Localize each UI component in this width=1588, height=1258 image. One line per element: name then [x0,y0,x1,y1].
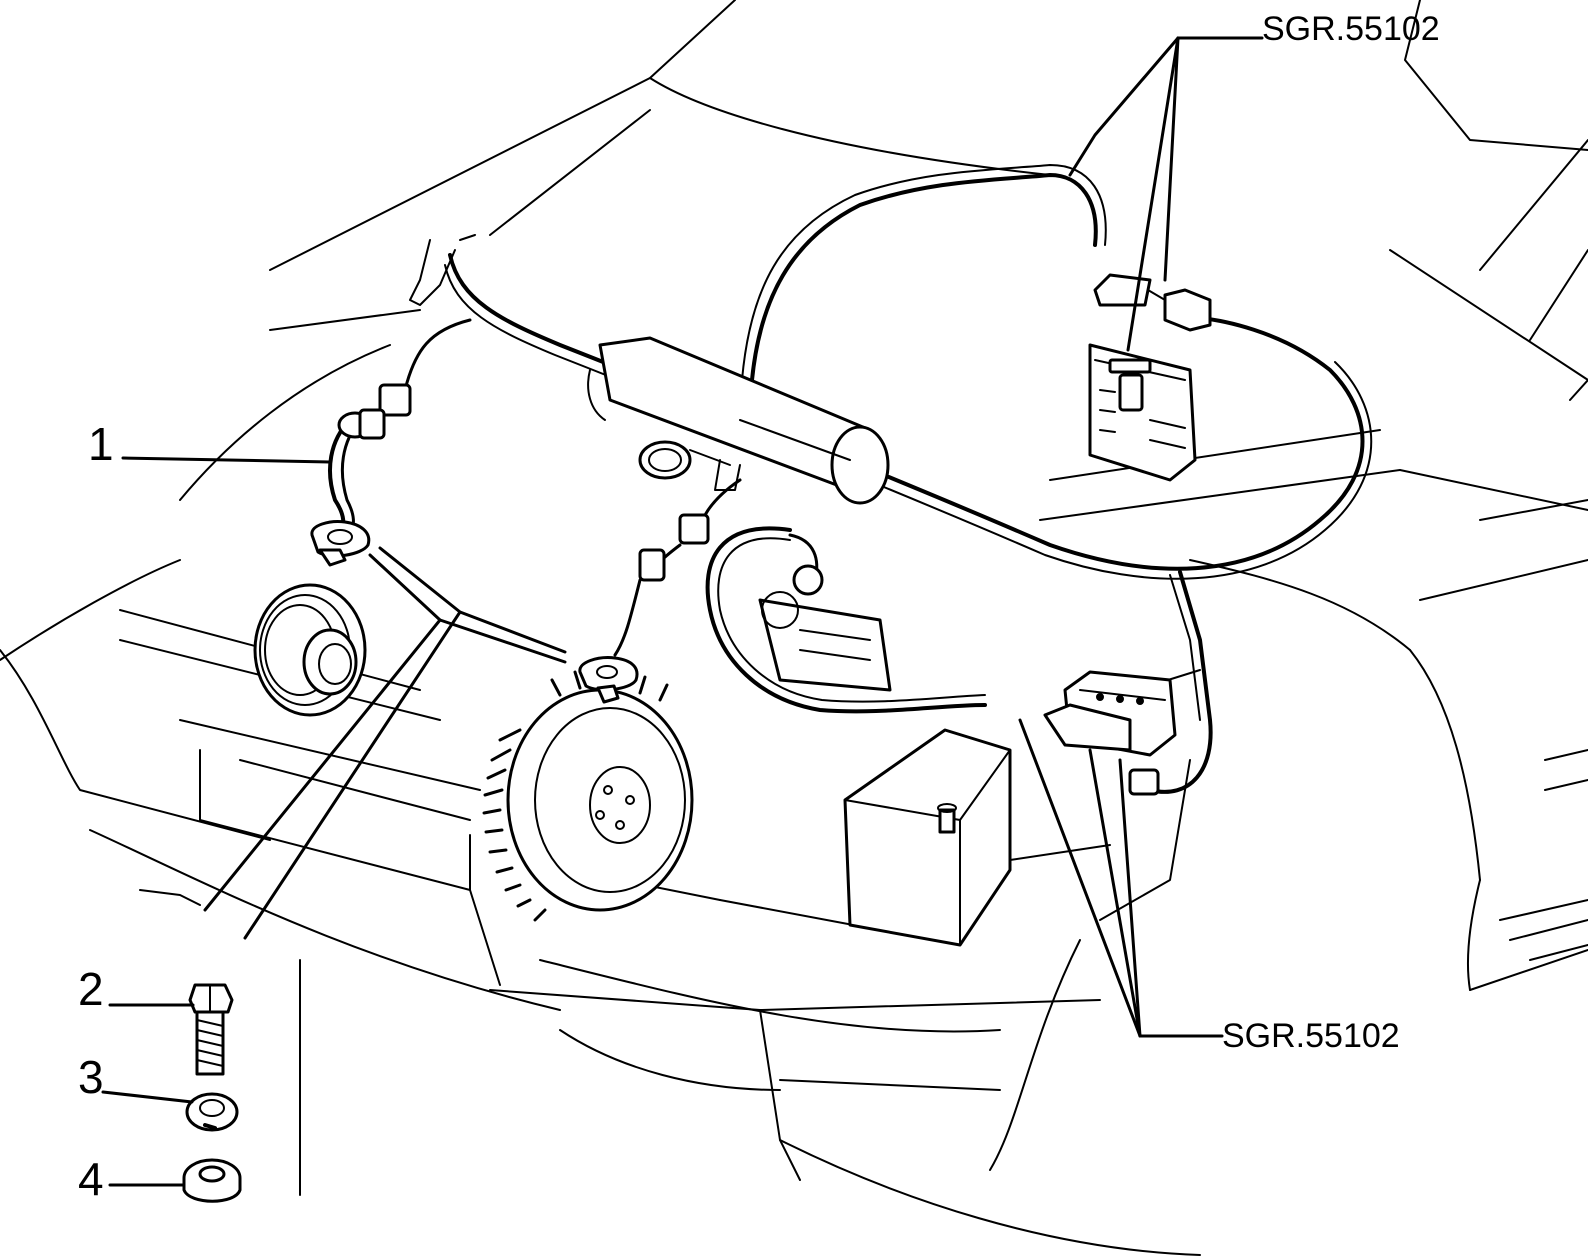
flywheel-sensor [578,656,639,704]
leader-lines [101,36,1264,1187]
callout-label-2: 2 [78,963,104,1015]
flywheel [482,666,694,922]
sensor-part-1 [310,408,386,567]
engine-components [253,273,1212,947]
wiring-harness [378,164,1373,796]
relay-box [1043,669,1201,757]
pulley [253,583,367,717]
ecu-module [1088,273,1212,482]
callout-label-1: 1 [88,418,114,470]
callout-label-3: 3 [78,1051,104,1103]
battery [843,728,1012,947]
callout-label-4: 4 [78,1153,104,1205]
bolt-part-2 [188,983,234,1076]
reference-code-bottom: SGR.55102 [1222,1017,1400,1055]
reference-code-top: SGR.55102 [1262,10,1440,48]
flat-washer-part-4 [182,1158,242,1203]
lock-washer-part-3 [185,1092,239,1132]
